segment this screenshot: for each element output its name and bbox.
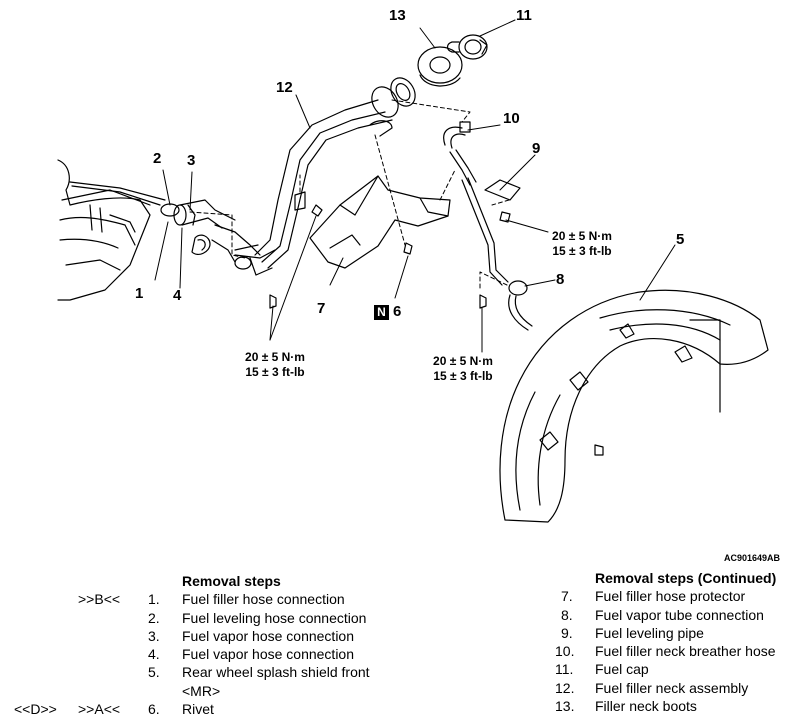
removal-steps-heading: Removal steps	[182, 573, 281, 589]
exploded-parts-diagram	[57, 19, 769, 523]
callout-4: 4	[173, 287, 182, 304]
fuel-vapor-tube	[508, 280, 533, 331]
step-text: Fuel vapor hose connection	[182, 646, 354, 663]
list-item: 13. Filler neck boots	[555, 697, 801, 715]
callout-2: 2	[153, 150, 162, 167]
step-number: 10.	[555, 643, 575, 660]
torque-spec-right-imperial: 15 ± 3 ft-lb	[552, 244, 612, 258]
list-item: <MR>	[0, 682, 400, 700]
step-number: 12.	[555, 679, 575, 696]
callout-9: 9	[532, 140, 541, 157]
callout-11: 11	[516, 7, 532, 24]
callout-8: 8	[556, 271, 565, 288]
step-text: Fuel vapor hose connection	[182, 627, 354, 644]
callout-13: 13	[389, 7, 406, 24]
rear-wheel-splash-shield	[499, 289, 769, 523]
service-mark: >>B<<	[78, 591, 121, 608]
step-text: Fuel filler hose protector	[595, 588, 746, 605]
step-text: Fuel leveling hose connection	[182, 609, 367, 626]
step-text: Filler neck boots	[595, 698, 697, 715]
step-number: 5.	[148, 664, 160, 681]
step-text: Fuel filler neck assembly	[595, 679, 749, 696]
torque-spec-mid-imperial: 15 ± 3 ft-lb	[433, 369, 493, 383]
leader-lines	[154, 19, 676, 353]
torque-spec-left: 20 ± 5 N·m 15 ± 3 ft-lb	[225, 350, 325, 380]
step-number: 6.	[148, 701, 160, 718]
fuel-tank-illustration	[57, 159, 166, 301]
step-number: 3.	[148, 627, 160, 644]
callout-12: 12	[276, 79, 293, 96]
step-number: 4.	[148, 646, 160, 663]
list-item: <<D>> >>A<< 6. Rivet	[0, 700, 400, 718]
step-text: Fuel filler hose connection	[182, 591, 345, 608]
step-number: 1.	[148, 591, 160, 608]
step-number: 13.	[555, 698, 575, 715]
fuel-filler-hose-protector	[309, 175, 451, 269]
removal-steps-continued-heading: Removal steps (Continued)	[595, 570, 777, 586]
torque-spec-right: 20 ± 5 N·m 15 ± 3 ft-lb	[532, 229, 632, 259]
step-text: Rear wheel splash shield front	[182, 664, 370, 681]
torque-spec-mid: 20 ± 5 N·m 15 ± 3 ft-lb	[413, 354, 513, 384]
callout-10: 10	[503, 110, 520, 127]
torque-spec-mid-metric: 20 ± 5 N·m	[433, 354, 493, 368]
callout-3: 3	[187, 152, 196, 169]
step-number: 2.	[148, 609, 160, 626]
step-text: Fuel filler neck breather hose	[595, 643, 776, 660]
step-text: Fuel leveling pipe	[595, 624, 704, 641]
fuel-leveling-pipe	[461, 177, 521, 286]
step-text: Fuel vapor tube connection	[595, 606, 764, 623]
service-mark: >>A<<	[78, 701, 121, 718]
list-item: 10. Fuel filler neck breather hose	[555, 642, 801, 660]
figure-id: AC901649AB	[724, 553, 781, 563]
hose-connection-group	[160, 199, 276, 270]
fuel-filler-neck-assembly	[249, 77, 416, 276]
torque-spec-right-metric: 20 ± 5 N·m	[552, 229, 612, 243]
removal-steps-list: Removal steps >>B<< 1. Fuel filler hose …	[0, 572, 400, 718]
breather-hose	[443, 121, 477, 186]
step-text: Rivet	[182, 701, 214, 718]
n-marker-box: N	[374, 305, 389, 320]
service-mark: <<D>>	[14, 701, 57, 718]
list-item: 11. Fuel cap	[555, 660, 801, 678]
step-number: 7.	[561, 588, 573, 605]
list-item: 2. Fuel leveling hose connection	[0, 609, 400, 627]
step-text: Fuel cap	[595, 661, 649, 678]
callout-6: 6	[393, 303, 402, 320]
torque-spec-left-metric: 20 ± 5 N·m	[245, 350, 305, 364]
callout-5: 5	[676, 231, 685, 248]
list-item: 12. Fuel filler neck assembly	[555, 679, 801, 697]
step-text: <MR>	[182, 682, 221, 699]
filler-neck-boot-and-cap	[417, 34, 488, 87]
bolts	[269, 204, 604, 456]
list-item: >>B<< 1. Fuel filler hose connection	[0, 590, 400, 608]
list-item: 7. Fuel filler hose protector	[555, 587, 801, 605]
callout-1: 1	[135, 285, 144, 302]
torque-spec-left-imperial: 15 ± 3 ft-lb	[245, 365, 305, 379]
step-number: 9.	[561, 624, 573, 641]
step-number: 8.	[561, 606, 573, 623]
removal-steps-continued-list: Removal steps (Continued) 7. Fuel filler…	[555, 569, 801, 715]
step-number: 11.	[555, 661, 574, 678]
list-item: 3. Fuel vapor hose connection	[0, 627, 400, 645]
list-item: 5. Rear wheel splash shield front	[0, 663, 400, 681]
list-item: 9. Fuel leveling pipe	[555, 624, 801, 642]
callout-7: 7	[317, 300, 326, 317]
list-item: 4. Fuel vapor hose connection	[0, 645, 400, 663]
list-item: 8. Fuel vapor tube connection	[555, 606, 801, 624]
